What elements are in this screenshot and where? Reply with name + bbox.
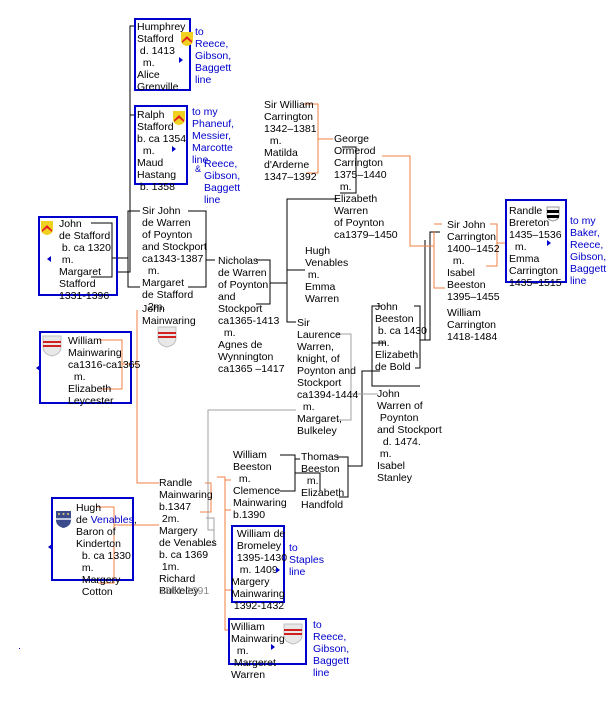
person-box-william-de-bromeley[interactable] xyxy=(231,525,285,603)
person-box-ralph-stafford[interactable] xyxy=(134,105,188,185)
link-ralph-reece-gibson-baggett[interactable]: Reece, Gibson, Baggett line xyxy=(204,158,241,206)
person-john-warren: John Warren of Poynton and Stockport d. … xyxy=(377,388,442,484)
venables-link[interactable]: Venables xyxy=(90,514,134,526)
stray-dot xyxy=(19,648,20,649)
stafford-shield-icon xyxy=(41,221,53,235)
person-hugh-de-venables: Hugh de Venables, xyxy=(76,502,137,526)
collapse-arrow-icon[interactable] xyxy=(47,256,51,262)
person-box-humphrey-stafford[interactable] xyxy=(134,18,191,91)
stafford-shield-icon xyxy=(181,32,193,46)
person-margaret-stafford: m. Margaret Stafford 1331-1396 xyxy=(59,254,110,302)
richard-bulkeley-dates: 1361-1391 xyxy=(159,585,210,597)
link-ralph-phaneuf-messier-marcotte[interactable]: to my Phaneuf, Messier, Marcotte line xyxy=(192,106,235,166)
person-box-william-mainwaring-warren[interactable] xyxy=(228,618,307,665)
person-john-de-stafford: John de Stafford b. ca 1320 xyxy=(59,218,111,254)
person-hugh-venables: Hugh Venables m. Emma Warren xyxy=(305,245,349,305)
person-ralph-stafford: Ralph Stafford b. ca 1354 m. Maud Hastan… xyxy=(137,109,187,193)
person-william-carrington: William Carrington 1418-1484 xyxy=(447,307,498,343)
person-box-randle-brereton[interactable] xyxy=(505,199,567,283)
person-box-william-mainwaring[interactable] xyxy=(39,331,132,404)
person-william-mainwaring-margeret-warren: William Mainwaring m. Margeret Warren xyxy=(231,621,285,681)
collapse-arrow-icon[interactable] xyxy=(48,544,52,550)
person-box-hugh-de-venables[interactable] xyxy=(51,497,134,581)
link-mainwaring-reece-gibson-baggett[interactable]: to Reece, Gibson, Baggett line xyxy=(313,619,350,679)
mainwaring-shield-icon xyxy=(283,623,303,645)
person-nicholas-de-warren: Nicholas de Warren of Poynton and Stockp… xyxy=(218,255,285,375)
expand-arrow-icon[interactable] xyxy=(271,644,275,650)
person-box-john-de-stafford[interactable] xyxy=(38,216,118,296)
person-sir-laurence-warren: Sir Laurence Warren, knight, of Poynton … xyxy=(297,317,359,437)
person-william-beeston: William Beeston m. Clemence Mainwaring b… xyxy=(233,449,287,521)
expand-arrow-icon[interactable] xyxy=(276,567,280,573)
person-sir-john-carrington: Sir John Carrington 1400–1452 m. Isabel … xyxy=(447,219,500,303)
link-humphrey-reece-gibson-baggett[interactable]: to Reece, Gibson, Baggett line xyxy=(195,26,232,86)
person-thomas-beeston: Thomas Beeston m. Elizabeth Handfold xyxy=(301,451,345,511)
brereton-shield-icon xyxy=(546,206,560,222)
mainwaring-shield-icon xyxy=(157,326,177,348)
link-brereton-baker-reece-gibson-baggett[interactable]: to my Baker, Reece, Gibson, Baggett line xyxy=(570,215,607,287)
person-hugh-de-venables-details: Baron of Kinderton b. ca 1330 m. Margery… xyxy=(76,526,131,598)
person-randle-brereton: Randle Brereton 1435–1536 m. Emma Carrin… xyxy=(509,205,562,289)
person-george-ormerod-carrington: George Ormerod Carrington 1375–1440 m. E… xyxy=(334,133,398,241)
expand-arrow-icon[interactable] xyxy=(547,240,551,246)
hugh-name-prefix: Hugh de xyxy=(76,502,102,526)
person-john-beeston: John Beeston b. ca 1430 m. Elizabeth de … xyxy=(375,301,427,373)
person-sir-william-carrington: Sir William Carrington 1342–1381 m. Mati… xyxy=(264,99,317,183)
stafford-shield-icon xyxy=(173,111,185,125)
expand-arrow-icon[interactable] xyxy=(172,146,176,152)
person-sir-john-de-warren: Sir John de Warren of Poynton and Stockp… xyxy=(142,205,207,313)
person-humphrey-stafford: Humphrey Stafford d. 1413 m. Alice Grenv… xyxy=(137,21,186,93)
mainwaring-shield-icon xyxy=(42,335,62,357)
link-bromeley-staples[interactable]: to Staples line xyxy=(289,542,325,578)
collapse-arrow-icon[interactable] xyxy=(36,365,40,371)
person-john-mainwaring: John Mainwaring xyxy=(142,303,196,327)
expand-arrow-icon[interactable] xyxy=(179,57,183,63)
ampersand: & xyxy=(195,164,202,174)
person-william-mainwaring: William Mainwaring ca1316-ca1365 m. Eliz… xyxy=(68,335,141,407)
venables-shield-icon xyxy=(56,511,71,528)
person-william-de-bromeley: William de Bromeley 1395-1430 m. 1409 Ma… xyxy=(231,528,288,612)
person-randle-mainwaring: Randle Mainwaring b.1347 2m. Margery de … xyxy=(159,477,217,597)
